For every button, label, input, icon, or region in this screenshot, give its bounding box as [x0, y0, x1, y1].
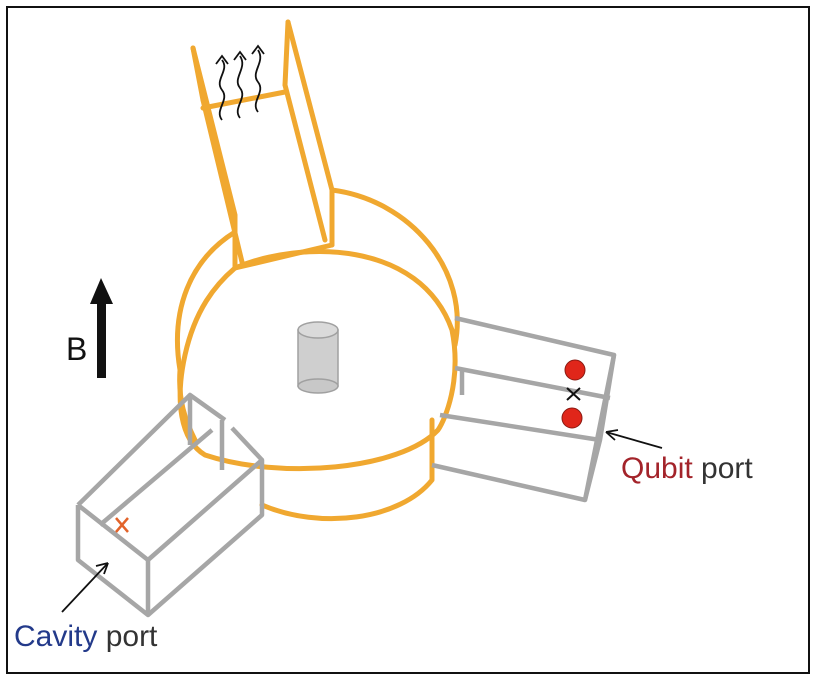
cavity-port-colored-text: Cavity — [14, 620, 97, 653]
qubit-port-rest-text: port — [693, 452, 754, 485]
qubit-port-label: Qubit port — [621, 452, 753, 485]
chimney-left-inner — [200, 97, 245, 265]
cavity-top-ellipse — [177, 249, 458, 472]
cavity-port-label: Cavity port — [14, 620, 158, 653]
chimney-left-outer — [190, 45, 238, 271]
diagram-frame — [6, 6, 810, 674]
chimney-waveguide — [190, 19, 335, 271]
chimney-mouth-left — [190, 45, 206, 103]
qubit-port-arrow — [605, 429, 663, 449]
chimney-right-inner — [282, 82, 328, 243]
chimney-mouth-right — [282, 19, 291, 88]
qubit-pad-top — [564, 359, 586, 381]
qubit-pad-bottom — [561, 407, 583, 429]
chimney-top-bar — [200, 89, 288, 111]
qubit-waveguide — [431, 315, 617, 503]
center-pin — [297, 321, 339, 394]
qubit-element — [561, 359, 586, 429]
cavity-side-left — [177, 367, 198, 443]
chimney-base — [232, 242, 335, 271]
cavity-bottom-ellipse — [259, 417, 435, 522]
chimney-right-outer — [285, 19, 335, 248]
exhaust-waves — [215, 44, 265, 121]
cavity-port-marker — [115, 517, 129, 533]
junction-cross — [566, 387, 581, 401]
field-label: B — [66, 331, 87, 367]
cavity-waveguide — [75, 392, 265, 618]
magnetic-field-arrow — [90, 278, 113, 378]
cavity-port-arrow — [61, 562, 109, 613]
qubit-port-colored-text: Qubit — [621, 452, 693, 485]
cavity-port-rest-text: port — [97, 620, 158, 653]
